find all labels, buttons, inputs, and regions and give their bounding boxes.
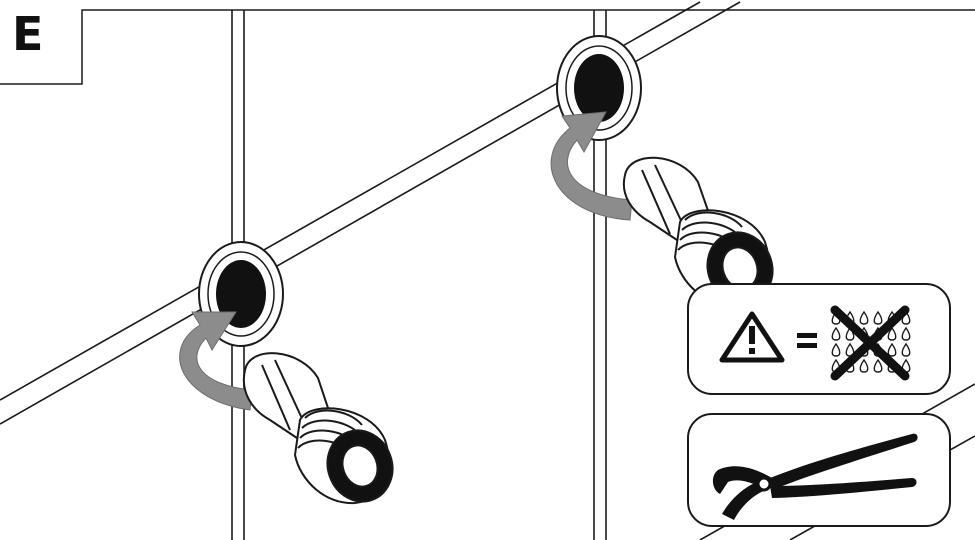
water-drops-crossed-icon xyxy=(830,305,911,381)
insert-arrow-right xyxy=(550,111,633,221)
warning-triangle-icon xyxy=(719,311,785,363)
water-drop-icon xyxy=(831,342,841,357)
tool-panel xyxy=(687,413,951,527)
step-label: E xyxy=(12,7,44,61)
pliers-icon xyxy=(712,433,918,520)
step-corner-frame xyxy=(0,9,975,85)
water-drop-icon xyxy=(887,326,897,341)
water-drop-icon xyxy=(831,326,841,341)
water-drop-icon xyxy=(901,326,911,341)
wall-connection-right xyxy=(556,35,642,141)
insert-arrow-left xyxy=(179,311,253,411)
water-drop-icon xyxy=(873,358,883,373)
water-drop-icon xyxy=(873,310,883,325)
water-drop-icon xyxy=(901,342,911,357)
equals-sign xyxy=(797,333,817,348)
water-drop-icon xyxy=(887,342,897,357)
warning-panel xyxy=(687,283,951,395)
hose-connector-left xyxy=(242,352,394,505)
water-drop-icon xyxy=(859,358,869,373)
water-drop-icon xyxy=(859,310,869,325)
